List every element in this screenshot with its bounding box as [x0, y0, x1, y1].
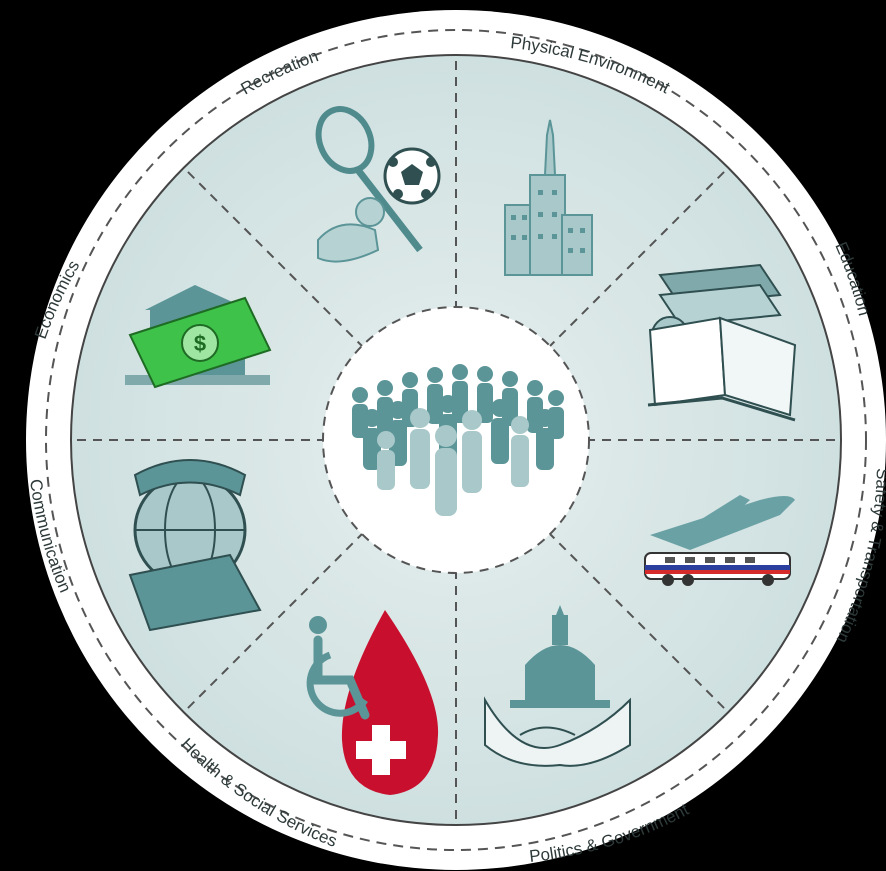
wheelchair-blood-drop-icon	[306, 610, 439, 795]
city-skyline-icon	[504, 119, 593, 276]
outer-dashed-border	[45, 29, 867, 851]
telephone-globe-icon	[128, 459, 262, 632]
bank-dollar-icon: $	[125, 285, 272, 389]
svg-text:$: $	[194, 331, 206, 356]
sector-dividers	[71, 55, 841, 825]
racket-soccer-ball-icon	[315, 106, 441, 263]
plane-bus-icon	[644, 495, 795, 586]
crowd-of-people-icon	[352, 364, 564, 516]
books-apple-icon	[647, 263, 797, 422]
capitol-handshake-icon	[484, 605, 631, 767]
